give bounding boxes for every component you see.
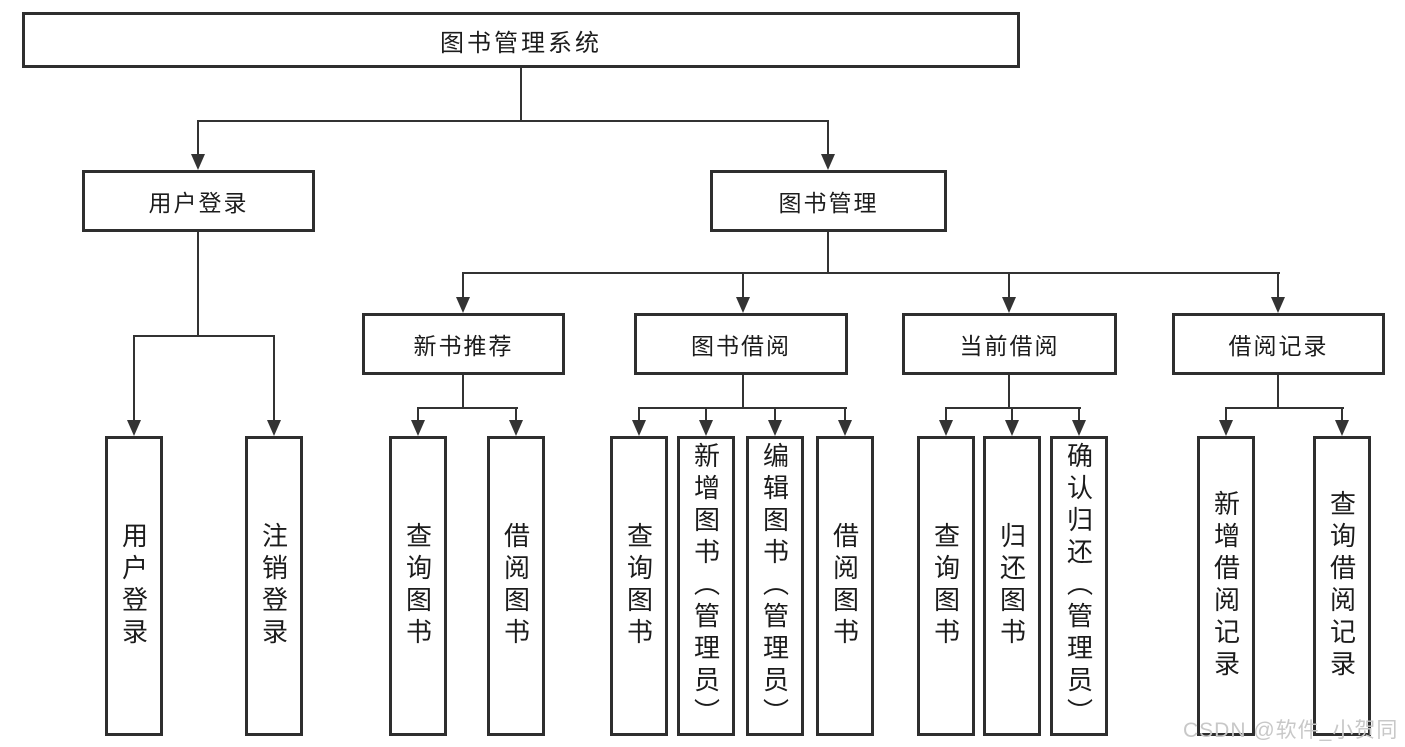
connector-drop (844, 407, 846, 420)
arrow-down-icon (632, 420, 646, 436)
leaf-query-books-borrow: 查询图书 (610, 436, 668, 736)
arrow-down-icon (699, 420, 713, 436)
connector-drop-new-book-recommend (462, 272, 464, 297)
connector-user-login-stem (197, 232, 199, 335)
arrow-down-icon (736, 297, 750, 313)
arrow-down-icon (1002, 297, 1016, 313)
connector-book-borrow-stem (742, 375, 744, 407)
arrow-down-icon (509, 420, 523, 436)
arrow-down-icon (411, 420, 425, 436)
arrow-down-icon (267, 420, 281, 436)
connector-new-book-recommend-stem (462, 375, 464, 407)
node-current-borrow: 当前借阅 (902, 313, 1117, 375)
connector-drop (515, 407, 517, 420)
csdn-watermark: CSDN @软件_小贺同学 (1183, 719, 1399, 742)
arrow-down-icon (821, 154, 835, 170)
node-new-book-recommend: 新书推荐 (362, 313, 565, 375)
connector-drop-leaf-logout (273, 335, 275, 420)
arrow-down-icon (1005, 420, 1019, 436)
connector-drop-book-borrow (742, 272, 744, 297)
arrow-down-icon (768, 420, 782, 436)
connector-drop (1078, 407, 1080, 420)
connector-drop (638, 407, 640, 420)
connector-drop (774, 407, 776, 420)
arrow-down-icon (1072, 420, 1086, 436)
leaf-query-books-recommend: 查询图书 (389, 436, 447, 736)
connector-root-stem (520, 68, 522, 120)
connector-drop-leaf-user-login (133, 335, 135, 420)
connector-drop (705, 407, 707, 420)
leaf-edit-books-admin: 编辑图书（管理员） (746, 436, 804, 736)
connector-borrow-records-stem (1277, 375, 1279, 407)
arrow-down-icon (1219, 420, 1233, 436)
connector-drop (417, 407, 419, 420)
node-user-login: 用户登录 (82, 170, 315, 232)
arrow-down-icon (1335, 420, 1349, 436)
connector-current-borrow-stem (1008, 375, 1010, 407)
connector-drop (1341, 407, 1343, 420)
leaf-logout: 注销登录 (245, 436, 303, 736)
connector-root-bus (197, 120, 829, 122)
leaf-query-borrow-record: 查询借阅记录 (1313, 436, 1371, 736)
leaf-confirm-return-admin: 确认归还（管理员） (1050, 436, 1108, 736)
arrow-down-icon (1271, 297, 1285, 313)
connector-borrow-records-bus (1225, 407, 1344, 409)
leaf-query-books-current: 查询图书 (917, 436, 975, 736)
connector-drop-current-borrow (1008, 272, 1010, 297)
arrow-down-icon (456, 297, 470, 313)
arrow-down-icon (838, 420, 852, 436)
node-system-root: 图书管理系统 (22, 12, 1020, 68)
leaf-add-borrow-record: 新增借阅记录 (1197, 436, 1255, 736)
leaf-user-login: 用户登录 (105, 436, 163, 736)
connector-drop (1225, 407, 1227, 420)
connector-drop-book-management (827, 120, 829, 154)
leaf-borrow-books-recommend: 借阅图书 (487, 436, 545, 736)
node-borrow-records: 借阅记录 (1172, 313, 1385, 375)
connector-drop-borrow-records (1277, 272, 1279, 297)
arrow-down-icon (191, 154, 205, 170)
connector-current-borrow-bus (945, 407, 1081, 409)
connector-new-book-recommend-bus (417, 407, 518, 409)
connector-book-management-bus (462, 272, 1280, 274)
connector-drop (1011, 407, 1013, 420)
node-book-borrow: 图书借阅 (634, 313, 848, 375)
leaf-add-books-admin: 新增图书（管理员） (677, 436, 735, 736)
connector-user-login-bus (133, 335, 275, 337)
arrow-down-icon (127, 420, 141, 436)
arrow-down-icon (939, 420, 953, 436)
leaf-return-books: 归还图书 (983, 436, 1041, 736)
connector-drop-user-login (197, 120, 199, 154)
node-book-management: 图书管理 (710, 170, 947, 232)
connector-book-borrow-bus (638, 407, 847, 409)
leaf-borrow-books: 借阅图书 (816, 436, 874, 736)
connector-drop (945, 407, 947, 420)
connector-book-management-stem (827, 232, 829, 272)
